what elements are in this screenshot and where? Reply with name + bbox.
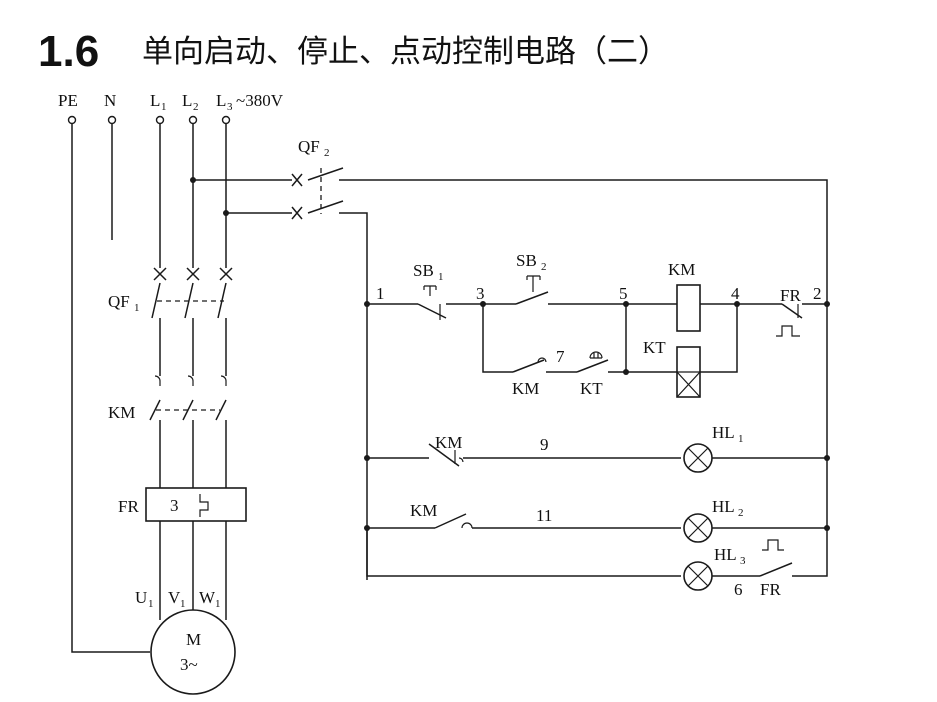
svg-text:KM: KM xyxy=(410,501,437,520)
svg-text:FR: FR xyxy=(780,286,801,305)
node-5: 5 xyxy=(619,284,628,303)
l1-label: L xyxy=(150,91,160,110)
node-11: 11 xyxy=(536,506,552,525)
l2-sub: 2 xyxy=(193,101,199,113)
l1-sub: 1 xyxy=(161,101,167,113)
qf2-sub: 2 xyxy=(324,147,330,159)
svg-text:1: 1 xyxy=(738,433,744,445)
hl2-lamp: HL 2 xyxy=(683,497,744,543)
svg-text:HL: HL xyxy=(712,497,735,516)
svg-text:SB: SB xyxy=(516,251,537,270)
l1-terminal xyxy=(155,115,165,125)
supply-labels: PE N L 1 L 2 L 3 ~380V xyxy=(58,91,284,113)
v-label: V xyxy=(168,588,181,607)
l2-label: L xyxy=(182,91,192,110)
hl1-lamp: HL 1 xyxy=(683,423,744,473)
l3-label: L xyxy=(216,91,226,110)
l3-terminal xyxy=(221,115,231,125)
title-text: 单向启动、停止、点动控制电路（二） xyxy=(142,34,669,70)
qf2-breaker: QF 2 xyxy=(291,137,828,580)
hl3-lamp: HL 3 xyxy=(683,545,746,591)
node-1: 1 xyxy=(376,284,385,303)
motor-letter: M xyxy=(186,630,201,649)
title-number: 1.6 xyxy=(38,27,99,76)
w-sub: 1 xyxy=(215,598,221,610)
v-sub: 1 xyxy=(180,598,186,610)
qf1-breaker: QF 1 xyxy=(108,267,233,319)
svg-text:KM: KM xyxy=(512,379,539,398)
motor-phase: 3~ xyxy=(180,655,198,674)
svg-text:SB: SB xyxy=(413,261,434,280)
qf2-label: QF xyxy=(298,137,320,156)
km-coil: KM xyxy=(668,260,701,332)
svg-text:FR: FR xyxy=(760,580,781,599)
n-label: N xyxy=(104,91,116,110)
sb1-stop-button: SB 1 xyxy=(413,261,447,320)
pe-label: PE xyxy=(58,91,78,110)
fr-no-contact: FR xyxy=(759,539,793,599)
n-terminal xyxy=(107,115,117,125)
pe-wire xyxy=(71,124,150,653)
km-aux-contact: KM xyxy=(512,357,547,398)
kt-timer-contact: KT xyxy=(576,351,609,398)
svg-text:KT: KT xyxy=(643,338,666,357)
pe-terminal xyxy=(67,115,77,125)
km-no-contact: KM xyxy=(410,501,473,529)
node-4: 4 xyxy=(731,284,740,303)
u-label: U xyxy=(135,588,147,607)
svg-text:2: 2 xyxy=(738,507,744,519)
qf1-label: QF xyxy=(108,292,130,311)
node-3: 3 xyxy=(476,284,485,303)
svg-text:KM: KM xyxy=(668,260,695,279)
km-nc-contact: KM xyxy=(428,433,464,467)
svg-text:KT: KT xyxy=(580,379,603,398)
voltage-label: ~380V xyxy=(236,91,284,110)
svg-text:HL: HL xyxy=(714,545,737,564)
kt-coil: KT xyxy=(643,338,701,398)
km-main-label: KM xyxy=(108,403,135,422)
node-2: 2 xyxy=(813,284,822,303)
fr-nc-contact: FR xyxy=(776,286,803,337)
svg-text:KM: KM xyxy=(435,433,462,452)
fr-box-number: 3 xyxy=(170,496,179,515)
svg-text:HL: HL xyxy=(712,423,735,442)
svg-text:2: 2 xyxy=(541,261,547,273)
fr-main-label: FR xyxy=(118,497,139,516)
sb2-start-button: SB 2 xyxy=(515,251,549,305)
svg-text:3: 3 xyxy=(740,555,746,567)
fr-thermal-relay: FR 3 xyxy=(118,487,247,522)
node-9: 9 xyxy=(540,435,549,454)
u-sub: 1 xyxy=(148,598,154,610)
motor: M 3~ xyxy=(150,609,236,695)
l3-sub: 3 xyxy=(227,101,233,113)
qf1-sub: 1 xyxy=(134,302,140,314)
km-main-contacts: KM xyxy=(108,375,227,422)
node-6: 6 xyxy=(734,580,743,599)
w-label: W xyxy=(199,588,216,607)
node-7: 7 xyxy=(556,347,565,366)
svg-text:1: 1 xyxy=(438,271,444,283)
l2-terminal xyxy=(188,115,198,125)
